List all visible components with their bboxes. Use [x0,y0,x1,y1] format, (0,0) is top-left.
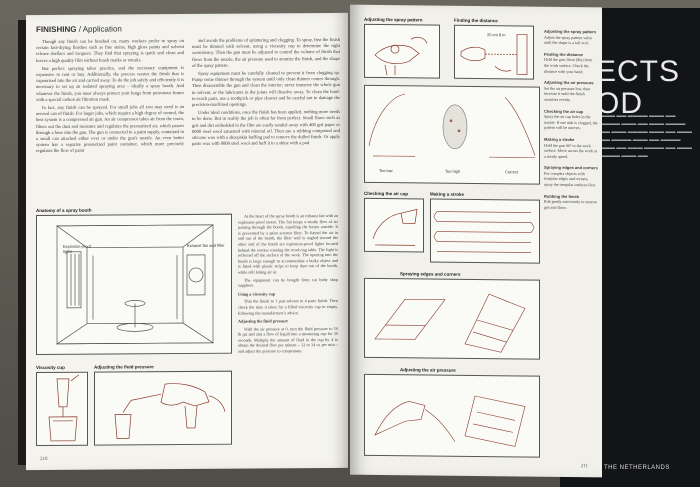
booth-caption: Anatomy of a spray booth [36,207,92,214]
paragraph: With the air pressure at 0, turn the flu… [238,325,338,354]
distance-caption: Finding the distance [454,17,498,24]
page-number-left: 210 [40,456,48,463]
section-title: FINISHING [36,24,77,35]
booth-label-lights: Explosion-proof lights [63,243,91,254]
text-column-2: and avoids the problems of splattering a… [192,37,340,149]
air-pressure-figure [364,373,540,458]
label-too-low: Too low [379,167,393,174]
second-book-footer: THE NETHERLANDS [604,465,670,471]
air-cap-figure [364,197,424,253]
paragraph: In fact, any finish can be sprayed. For … [36,104,184,154]
subsection-title: Application [82,24,122,34]
page-number-right: 211 [580,464,588,470]
stroke-figure [430,198,540,264]
paragraph: The equipment can be bought from car bod… [238,276,338,288]
right-page: Adjusting the spray pattern Finding the … [350,4,602,478]
spray-pattern-caption: Adjusting the spray pattern [364,16,423,23]
paragraph: At the heart of the spray booth is an ex… [238,212,338,275]
distance-figure: 20 cm 8 in [454,24,534,80]
spray-pattern-row: Too low Too high Correct [364,84,540,185]
second-book-text: ▬▬▬ ▬▬ ▬▬▬▬ ▬▬▬ ▬▬ ▬▬▬▬ ▬▬▬ ▬▬ ▬▬▬ ▬▬▬▬ … [600,113,692,159]
air-pressure-caption: Adjusting the air pressure [400,367,456,373]
edges-caption: Spraying edges and corners [400,271,461,277]
spray-booth-illustration: Explosion-proof lights Exhaust fan and f… [36,213,232,356]
fluid-pressure-figure [94,370,232,446]
booth-text: At the heart of the spray booth is an ex… [238,213,338,356]
label-correct: Correct [505,169,519,175]
booth-drawing [55,224,215,345]
paragraph: Though any finish can be brushed on, man… [36,38,184,63]
second-book-title: ECTS OD [596,55,681,120]
fluid-pressure-caption: Adjusting the fluid pressure [94,364,154,370]
left-page: FINISHING / Application Though any finis… [26,12,348,471]
paragraph: Thin the finish to 1 part solvent to 4 p… [238,298,338,316]
page-header: FINISHING / Application [36,24,122,35]
viscosity-caption: Viscosity cup [36,364,65,371]
label-too-high: Too high [445,168,461,174]
viscosity-cup-figure [36,371,88,447]
edges-figure [364,277,540,360]
distance-label: 20 cm 8 in [487,32,506,38]
stroke-caption: Making a stroke [430,191,465,197]
paragraph: But perfect spraying takes practice, and… [36,64,184,102]
paragraph: Under ideal conditions, once the finish … [192,109,340,147]
text-column-1: Though any finish can be brushed on, man… [36,38,184,157]
paragraph: Spray equipment must be carefully cleane… [192,69,340,107]
subheading: Using a viscosity cup [238,291,276,297]
spray-pattern-figure [364,23,440,79]
booth-label-fan: Exhaust fan and filter [187,242,225,248]
air-cap-caption: Checking the air cap [364,190,409,197]
paragraph: and avoids the problems of splattering a… [192,36,340,68]
subheading: Adjusting the fluid pressure [238,318,288,324]
